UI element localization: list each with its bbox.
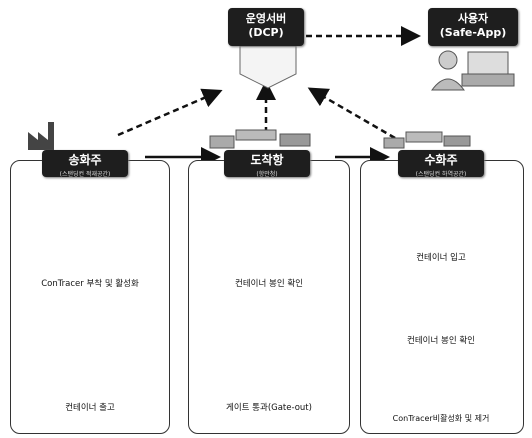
port-label: 도착항 (항만청): [224, 150, 310, 178]
user-title: 사용자: [457, 12, 489, 25]
consignee-title: 수화주: [424, 153, 458, 167]
user-label: 사용자 (Safe-App): [428, 8, 518, 46]
server-icon: [239, 45, 297, 89]
server-label: 운영서버 (DCP): [228, 8, 304, 46]
port-title: 도착항: [250, 153, 284, 167]
port-subtitle: (항만청): [256, 171, 278, 178]
user-icon: [431, 50, 515, 91]
consignee-ships-icon: [383, 131, 471, 149]
consignee-label: 수화주 (스탠딩컨 하역공간): [398, 150, 484, 178]
factory-icon: [28, 122, 54, 150]
arrow-consignee-to-server: [307, 87, 396, 140]
port-panel: [188, 160, 350, 434]
caption-container-inbound: 컨테이너 입고: [416, 253, 466, 263]
server-title: 운영서버: [245, 12, 287, 25]
arrow-shipper-to-server: [117, 88, 223, 137]
caption-container-outbound: 컨테이너 출고: [65, 403, 115, 413]
caption-contracer-remove: ConTracer비활성화 및 제거: [392, 414, 490, 423]
shipper-title: 송화주: [68, 153, 102, 167]
caption-port-seal-check: 컨테이너 봉인 확인: [235, 279, 303, 289]
shipper-label: 송화주 (스탠딩컨 적재공간): [42, 150, 128, 178]
caption-consignee-seal-check: 컨테이너 봉인 확인: [407, 336, 475, 346]
port-ships-icon: [209, 129, 311, 149]
server-subtitle: (DCP): [248, 26, 284, 39]
shipper-subtitle: (스탠딩컨 적재공간): [59, 171, 111, 178]
consignee-subtitle: (스탠딩컨 하역공간): [415, 171, 467, 178]
user-subtitle: (Safe-App): [439, 26, 507, 39]
consignee-panel: [360, 160, 524, 434]
shipper-panel: [10, 160, 170, 434]
caption-gate-out: 게이트 통과(Gate-out): [226, 403, 312, 413]
caption-contracer-attach: ConTracer 부착 및 활성화: [41, 279, 139, 289]
